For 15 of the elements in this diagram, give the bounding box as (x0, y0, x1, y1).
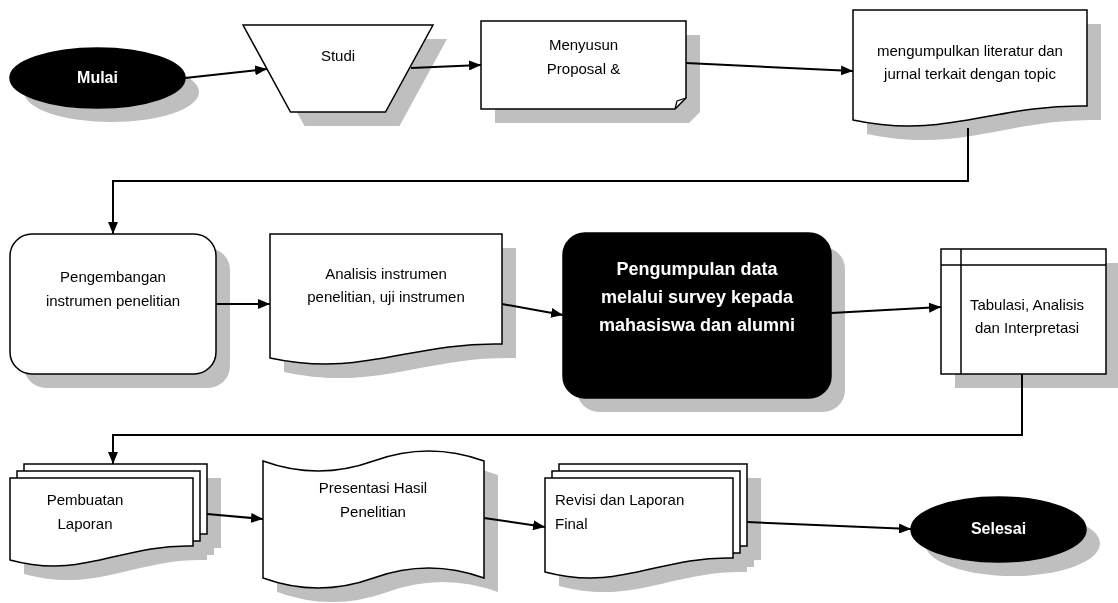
step-label: Pengumpulan data melalui survey kepada mahasiswa dan alumni (597, 258, 797, 337)
step-label: mengumpulkan literatur dan jurnal terkait dengan topic (876, 40, 1064, 84)
step-label: Mulai (77, 67, 118, 88)
step-label: Revisi dan Laporan Final (555, 490, 685, 534)
arrow (108, 373, 1023, 465)
step-label: Selesai (970, 519, 1027, 540)
step-label: Studi (320, 45, 356, 66)
step-label: Analisis instrumen penelitian, uji instrumen (306, 263, 466, 307)
arrow (410, 60, 482, 71)
step-label: Pembuatan Laporan (45, 490, 125, 534)
step-label: Menyusun Proposal & (545, 35, 622, 79)
step-label: Pengembangan instrumen penelitian (45, 267, 181, 311)
arrow (108, 127, 969, 235)
step-label: Tabulasi, Analisis dan Interpretasi (968, 294, 1086, 338)
step-label: Presentasi Hasil Penelitian (317, 478, 429, 522)
